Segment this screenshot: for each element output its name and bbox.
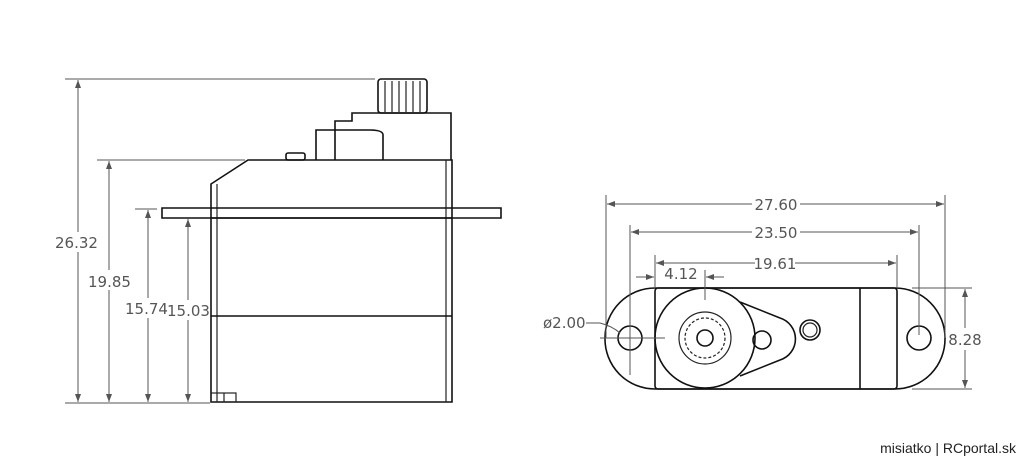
dim-hole-spacing: 23.50 [755,224,798,242]
top-view: 27.60 23.50 19.61 4.12 8.28 ø2.00 [543,195,982,390]
dim-overall-length: 27.60 [755,196,798,214]
output-gear [654,287,756,389]
dim-flange-height: 15.74 [125,300,168,318]
dim-flange-lower: 15.03 [167,302,210,320]
dim-overall-height: 26.32 [55,234,98,252]
dim-case-height: 19.85 [88,273,131,291]
height-dimensions: 26.32 19.85 15.74 15.03 [55,78,375,404]
credit-watermark: misiatko | RCportal.sk [880,440,1016,456]
output-spline [377,78,428,114]
servo-top-body [604,287,946,390]
dim-shaft-offset: 4.12 [664,265,697,283]
servo-side-body [161,78,502,403]
dim-width: 8.28 [948,331,981,349]
dim-case-length: 19.61 [754,255,797,273]
side-view: 26.32 19.85 15.74 15.03 [55,78,502,404]
dim-hole-diameter: ø2.00 [543,314,586,332]
length-dimensions: 27.60 23.50 19.61 4.12 8.28 ø2.00 [543,195,982,390]
